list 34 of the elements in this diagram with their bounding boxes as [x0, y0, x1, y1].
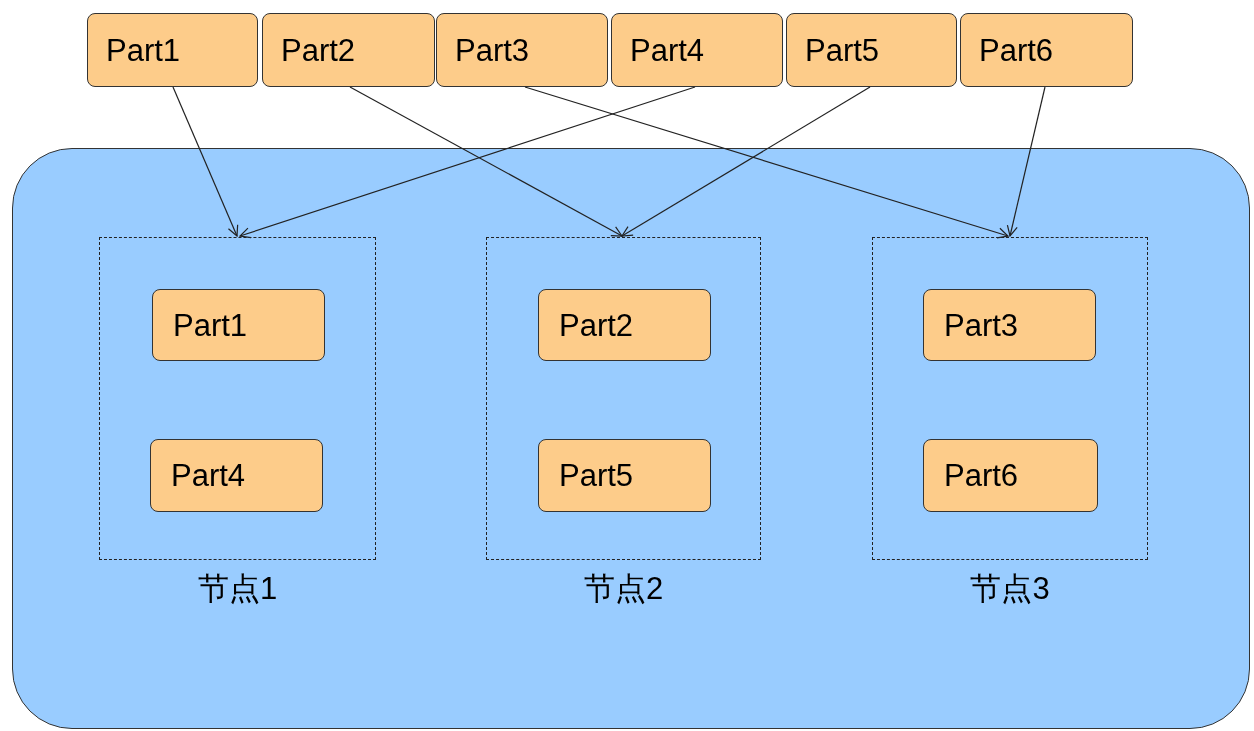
part-box: [262, 13, 435, 87]
part-box: [786, 13, 957, 87]
arrow: [239, 86, 696, 239]
part-box: [960, 13, 1133, 87]
part-box: [150, 439, 323, 512]
part-label: Part5: [558, 460, 634, 491]
part-box: [87, 13, 258, 87]
part-label: Part5: [804, 34, 880, 66]
part-label: Part2: [558, 309, 634, 341]
part-label: Part3: [454, 34, 530, 66]
part-box: [923, 439, 1098, 512]
part-label: Part4: [170, 460, 246, 491]
part-label: Part3: [943, 309, 1019, 341]
part-box: [923, 289, 1096, 361]
part-label: Part1: [105, 34, 181, 66]
part-box: [538, 289, 711, 361]
part-box: [152, 289, 325, 361]
cluster-area: [12, 148, 1250, 729]
arrow: [349, 86, 623, 237]
part-label: Part1: [172, 309, 248, 341]
arrow: [621, 86, 871, 237]
node-caption: 节点3: [969, 573, 1051, 604]
node-caption: 节点2: [582, 573, 665, 604]
part-label: Part4: [629, 34, 705, 66]
part-box: [611, 13, 783, 87]
part-box: [538, 439, 711, 512]
arrow: [172, 86, 239, 237]
node-caption: 节点1: [196, 573, 279, 604]
part-label: Part6: [943, 460, 1019, 491]
part-box: [436, 13, 608, 87]
part-label: Part2: [280, 34, 356, 66]
arrow: [524, 86, 1009, 239]
part-label: Part6: [978, 34, 1054, 66]
arrow: [1006, 86, 1046, 237]
